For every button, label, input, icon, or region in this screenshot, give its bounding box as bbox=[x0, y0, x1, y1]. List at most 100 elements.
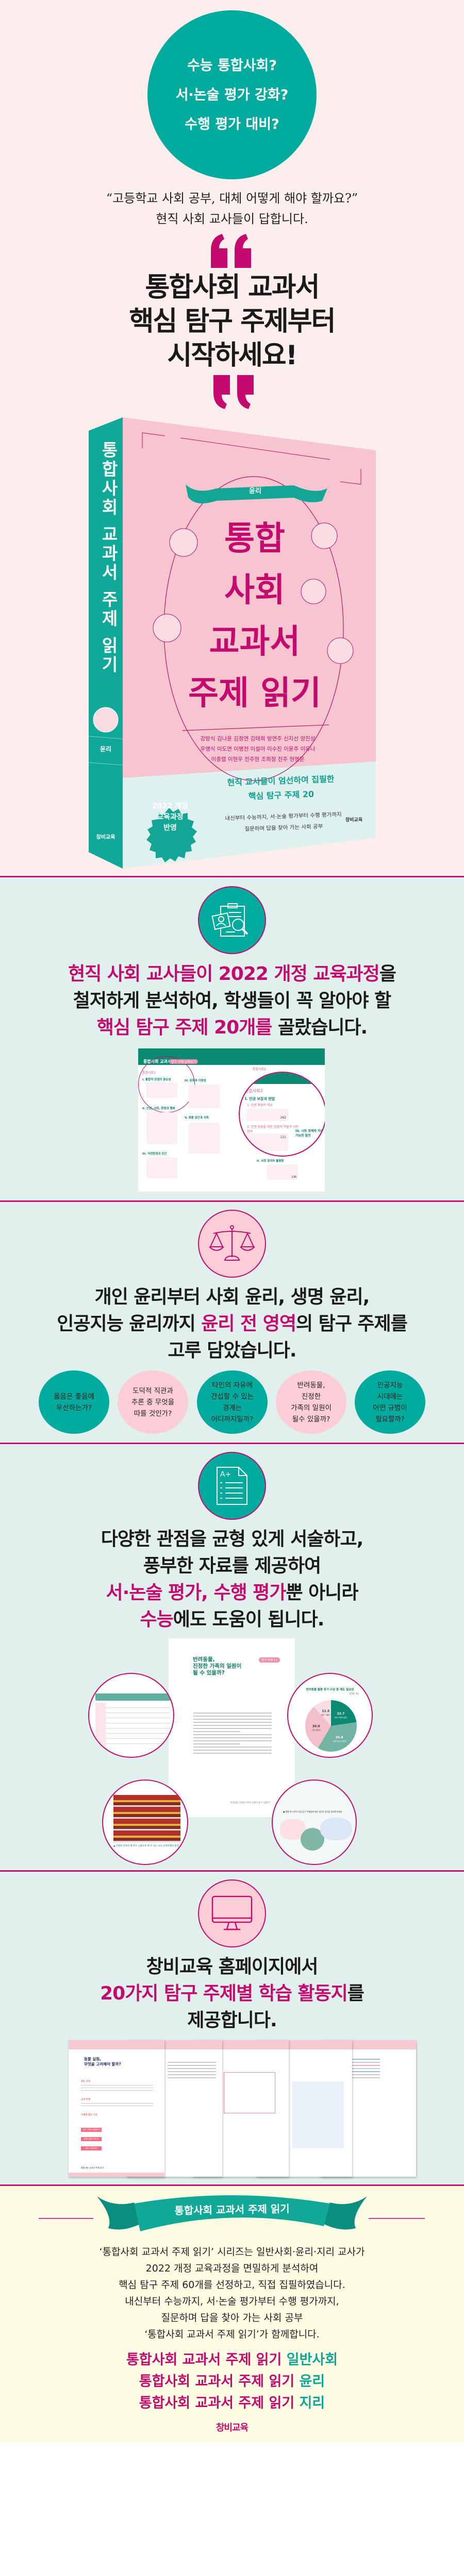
headline-line: 시작하세요! bbox=[167, 340, 298, 371]
spine-publisher-logo: 창비교육 bbox=[96, 835, 115, 840]
pie-value-label: 35.8 bbox=[336, 1736, 343, 1739]
worksheet-page-front: 동물 실험, 무엇을 고려해야 할까? 활동 의의 교과 연계 단계별 활동 흐… bbox=[69, 2040, 164, 2177]
section-divider bbox=[0, 1443, 464, 1444]
highlight-text: 윤리 전 영역 bbox=[201, 1313, 296, 1334]
toc-item: I. 통합적 관점의 중요성 bbox=[142, 1078, 171, 1081]
series-base: 통합사회 교과서 주제 읽기 bbox=[126, 2352, 287, 2368]
series-title-geography[interactable]: 통합사회 교과서 주제 읽기 지리 bbox=[0, 2393, 464, 2414]
photo-caption: ▲ 진열대 한쪽이 펫 푸드 상품으로 꽉 차 있는 뉴욕 슈퍼마켓의 풍경 bbox=[113, 1845, 179, 1848]
series-subject: 일반사회 bbox=[286, 2352, 338, 2368]
section-divider bbox=[0, 2184, 464, 2186]
question-line: 진정한 bbox=[301, 1392, 321, 1401]
question-line: 도덕적 직관과 bbox=[132, 1386, 173, 1395]
toc-page-number: 262 bbox=[247, 1109, 288, 1121]
description-line: ‘통합사회 교과서 주제 읽기’ 시리즈는 일반사회·윤리·지리 교사가 bbox=[99, 2246, 365, 2258]
question-line: 인공지능 bbox=[377, 1381, 403, 1389]
statement-text: 골랐습니다. bbox=[272, 1017, 368, 1038]
sample-title-line: 될 수 있을까? bbox=[193, 1670, 225, 1676]
question-line: 옳음은 좋음에 bbox=[54, 1392, 94, 1401]
sample-title: 반려동물, 진정한 가족의 일원이 될 수 있을까? bbox=[193, 1656, 241, 1676]
badge-line: 2022 개정 bbox=[152, 802, 188, 810]
headline-line: 핵심 탐구 주제부터 bbox=[129, 306, 336, 337]
chart-title: 반려동물 돌봄 휴가·수당 등 제도 필요성 bbox=[306, 1688, 354, 1691]
pie-slice bbox=[305, 1706, 331, 1749]
highlight-text: 핵심 탐구 주제 20개를 bbox=[96, 1017, 273, 1038]
cover-authors: 강방식 김나윤 김정연 김태희 방연주 신지선 양진성 우맹식 이도연 이병천 … bbox=[170, 734, 345, 765]
svg-text:A+: A+ bbox=[220, 1470, 231, 1479]
statement-text: 를 bbox=[347, 1983, 364, 2004]
toc-page-number: 121 bbox=[247, 1133, 288, 1151]
worksheet-title-line: 무엇을 고려해야 할까? bbox=[84, 2062, 121, 2066]
worksheet-section-label: 교과 연계 bbox=[81, 2098, 90, 2101]
statement-text: 뿐 아니라 bbox=[286, 1582, 359, 1603]
bubble-line: 서·논술 평가 강화? bbox=[175, 87, 289, 103]
sample-pages-image: 반려동물, 진정한 가족의 일원이 될 수 있을까? 탐구 주제 11 반려동물… bbox=[0, 1633, 464, 1868]
statement-text: 철저하게 분석하여, 학생들이 꼭 알아야 할 bbox=[73, 990, 391, 1011]
toc-item: V. 생활 공간과 사회 bbox=[185, 1116, 209, 1120]
supermarket-photo bbox=[113, 1795, 180, 1842]
toc-item: III. 자연환경과 인간 bbox=[142, 1153, 167, 1156]
series-titles: 통합사회 교과서 주제 읽기 일반사회 통합사회 교과서 주제 읽기 윤리 통합… bbox=[0, 2349, 464, 2414]
series-title-ethics[interactable]: 통합사회 교과서 주제 읽기 윤리 bbox=[0, 2371, 464, 2393]
bubble-line: 수능 통합사회? bbox=[187, 57, 277, 74]
worksheet-step: 관련 개념 익히기 bbox=[81, 2137, 102, 2141]
toc-item: I. 인권 보장과 헌법 bbox=[245, 1096, 275, 1101]
question-line: 우선하는가? bbox=[56, 1403, 92, 1412]
pie-slice bbox=[318, 1722, 357, 1752]
pie-category-label: 그런 편이다 bbox=[312, 1729, 321, 1732]
section-divider bbox=[0, 1870, 464, 1872]
description-line: 2022 개정 교육과정을 면밀하게 분석하여 bbox=[145, 2263, 319, 2274]
question-line: 따를 것인가? bbox=[134, 1409, 172, 1418]
cover-title-line: 주제 읽기 bbox=[188, 674, 321, 713]
open-quote-icon bbox=[211, 234, 251, 268]
worksheet-statement: 창비교육 홈페이지에서 20가지 탐구 주제별 학습 활동지를 제공합니다. bbox=[0, 1954, 464, 2034]
sample-page: 반려동물, 진정한 가족의 일원이 될 수 있을까? 탐구 주제 11 반려동물… bbox=[169, 1638, 295, 1817]
publisher-logo: 창비교육 bbox=[216, 2422, 248, 2433]
ethics-statement: 개인 윤리부터 사회 윤리, 생명 윤리, 인공지능 윤리까지 윤리 전 영역의… bbox=[0, 1284, 464, 1364]
highlight-text: 수능 bbox=[140, 1609, 174, 1630]
description-line: 질문하며 답을 찾아 가는 사회 공부 bbox=[161, 2312, 303, 2324]
activity-zoom-circle: ● 펫팸 족 나아가 다음 탐구 주제들에 대한 자신의 생각을 정리해 보세요… bbox=[272, 1780, 357, 1865]
cover-title-line: 교과서 bbox=[209, 622, 301, 661]
badge-line: 교육과정 bbox=[157, 813, 184, 821]
toc-item: II. 사회 정의와 불평등 bbox=[257, 1160, 284, 1163]
main-headline: 통합사회 교과서 핵심 탐구 주제부터 시작하세요! bbox=[0, 270, 464, 372]
statement-text: 에도 도움이 됩니다. bbox=[173, 1609, 325, 1630]
document-grade-icon: A+ bbox=[198, 1452, 266, 1520]
series-ribbon-text: 통합사회 교과서 주제 읽기 bbox=[174, 2202, 290, 2217]
toc-item: IV. 문화와 다양성 bbox=[185, 1079, 206, 1082]
pie-category-label: 전혀 그렇지 않다 bbox=[335, 1716, 348, 1719]
activity-prompt: ● 펫팸 족 나아가 다음 탐구 주제들에 대한 자신의 생각을 정리해 보세요… bbox=[283, 1810, 343, 1813]
page-footer: 반려동물, 진정한 가족의 일원이 될 수 있을까? bbox=[230, 1801, 271, 1804]
question-line: 어디까지일까? bbox=[211, 1415, 254, 1423]
statement-text: 풍부한 자료를 제공하여 bbox=[143, 1555, 321, 1577]
close-quote-icon bbox=[213, 375, 254, 409]
statement-text: 제공합니다. bbox=[187, 2010, 277, 2031]
question-line: 시대에는 bbox=[377, 1392, 403, 1401]
author-line: 우맹식 이도연 이병천 이설아 이수진 이윤주 이유나 bbox=[200, 746, 316, 752]
description-line: 핵심 탐구 주제 60개를 선정하고, 직접 집필하였습니다. bbox=[119, 2279, 345, 2291]
ribbon-line-right bbox=[369, 2218, 425, 2219]
magnifier-circle: 통합사회2 I. 인권 보장과 헌법 1. 인권 확장의 역사 262 2. 인… bbox=[239, 1072, 325, 1157]
toc-page-number: 136 bbox=[267, 1164, 298, 1180]
toc-header-title: 통합사회 교과서 bbox=[143, 1059, 172, 1064]
worksheet-sections: 활동 의의 교과 연계 단계별 활동 흐름 bbox=[81, 2080, 153, 2116]
pie-value-label: 22.7 bbox=[337, 1712, 345, 1716]
series-base: 통합사회 교과서 주제 읽기 bbox=[139, 2374, 300, 2389]
statement-text: 창비교육 홈페이지에서 bbox=[146, 1956, 319, 1977]
series-title-general[interactable]: 통합사회 교과서 주제 읽기 일반사회 bbox=[0, 2349, 464, 2371]
toc-item: 1. 인권 확장의 역사 bbox=[247, 1104, 273, 1107]
statement-text: 고루 담았습니다. bbox=[168, 1340, 296, 1361]
table-of-contents-image: 통합사회 교과서 탐구 주제 살펴보기 통합사회1 I. 통합적 관점의 중요성… bbox=[138, 1048, 325, 1192]
quote-line: “고등학교 사회 공부, 대체 어떻게 해야 할까요?” bbox=[106, 191, 358, 206]
worksheet-step: 개요 작성하기 bbox=[81, 2146, 102, 2150]
worksheet-steps: 탐구 주제 이해하기 관련 개념 익히기 개요 작성하기 bbox=[81, 2128, 102, 2150]
worksheet-title-line: 동물 실험, bbox=[84, 2057, 102, 2061]
series-subject: 윤리 bbox=[299, 2374, 325, 2389]
statement-text: 을 bbox=[379, 963, 396, 985]
pie-category-label: 그렇지 않은 편이다 bbox=[332, 1740, 347, 1742]
highlight-text: 서·논술 평가, 수행 평가 bbox=[106, 1582, 286, 1603]
photo-zoom-circle: ▲ 진열대 한쪽이 펫 푸드 상품으로 꽉 차 있는 뉴욕 슈퍼마켓의 풍경 bbox=[102, 1780, 188, 1865]
